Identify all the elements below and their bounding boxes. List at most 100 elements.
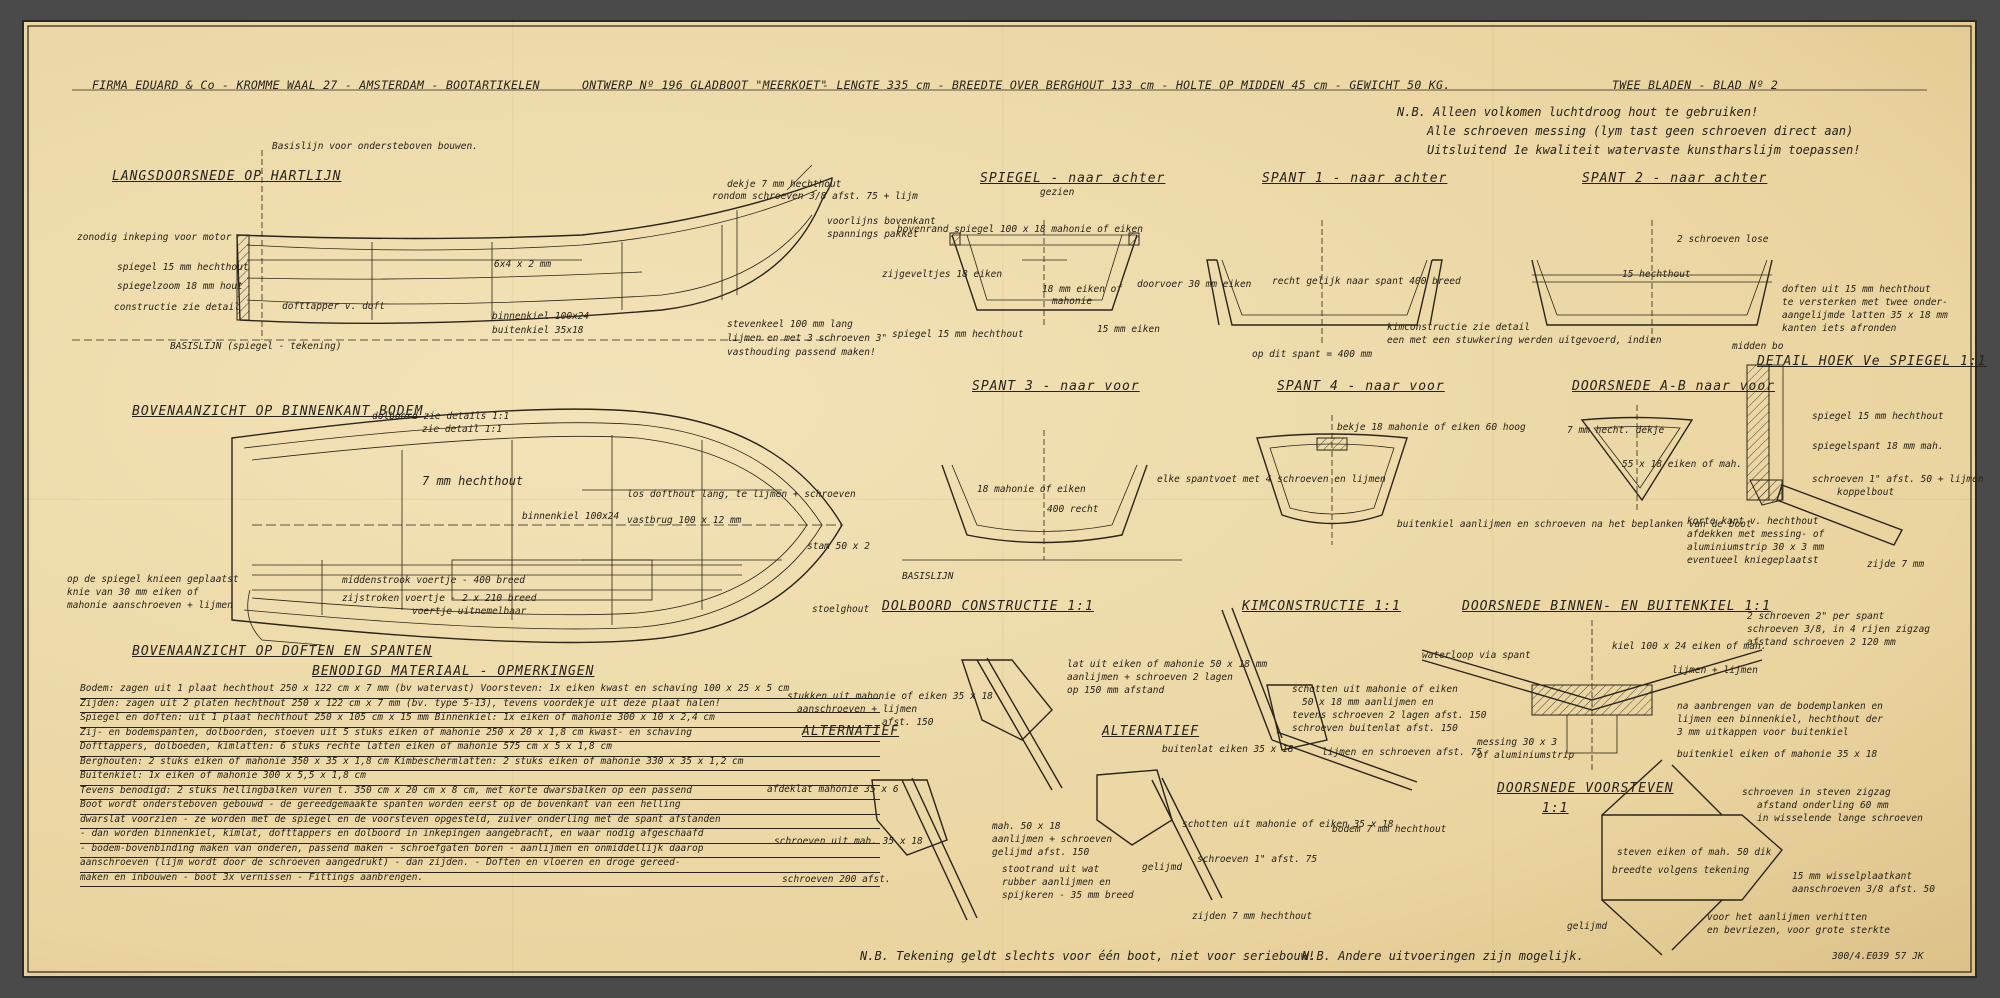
- technical-drawing: [27, 25, 1972, 973]
- detail-label: rubber aanlijmen en: [1002, 877, 1111, 888]
- cross-label: spiegel 15 mm hechthout: [892, 329, 1024, 340]
- bottom-note-2: N.B. Andere uitvoeringen zijn mogelijk.: [1302, 949, 1584, 963]
- title-spant4: SPANT 4 - naar voor: [1277, 379, 1445, 394]
- cross-label: afdekken met messing- of: [1687, 529, 1825, 540]
- label-buitenkiel: buitenkiel 35x18: [492, 325, 584, 336]
- cross-label: mahonie: [1052, 296, 1093, 307]
- title-doorsnede-ab: DOORSNEDE A-B naar voor: [1572, 379, 1776, 394]
- kiel-detail: [1421, 620, 1763, 770]
- cross-label: schroeven 1" afst. 50 + lijmen: [1812, 474, 1984, 485]
- label-dekje: dekje 7 mm hechthout: [727, 179, 842, 190]
- cross-label: 400 recht: [1047, 504, 1099, 515]
- plan-stoelghout: stoelghout: [812, 604, 870, 615]
- cross-label: spiegel 15 mm hechthout: [1812, 411, 1944, 422]
- detail-label: in wisselende lange schroeven: [1757, 813, 1923, 824]
- label-stevenkeel: stevenkeel 100 mm lang: [727, 319, 853, 330]
- title-doorsnede-voorsteven: DOORSNEDE VOORSTEVEN: [1497, 781, 1674, 796]
- header-sheets: TWEE BLADEN - BLAD Nº 2: [1612, 78, 1779, 92]
- note-2: Alle schroeven messing (lym tast geen sc…: [1427, 124, 1854, 138]
- title-detail-hoek: DETAIL HOEK Ve SPIEGEL 1:1: [1757, 354, 1987, 369]
- detail-label: gelijmd: [1142, 862, 1183, 873]
- detail-label: gelijmd: [1567, 921, 1608, 932]
- detail-label: schotten uit mahonie of eiken: [1292, 684, 1458, 695]
- baseline-note: Basislijn voor ondersteboven bouwen.: [272, 141, 478, 152]
- detail-label: aanschroeven 3/8 afst. 50: [1792, 884, 1935, 895]
- detail-label: of aluminiumstrip: [1477, 750, 1575, 761]
- detail-label: spijkeren - 35 mm breed: [1002, 890, 1134, 901]
- cross-label: te versterken met twee onder-: [1782, 297, 1948, 308]
- doorsnede-ab-section: [1580, 405, 1694, 510]
- cross-label: eventueel kniegeplaatst: [1687, 555, 1819, 566]
- detail-label: buitenlat eiken 35 x 18: [1162, 744, 1294, 755]
- plan-knie1: op de spiegel knieen geplaatst: [67, 574, 239, 585]
- title-kimconstructie: KIMCONSTRUCTIE 1:1: [1242, 599, 1401, 614]
- detail-label: schotten uit mahonie of eiken 35 x 18: [1182, 819, 1394, 830]
- detail-label: aanschroeven + lijmen: [797, 704, 918, 715]
- cross-label: 15 mm eiken: [1097, 324, 1160, 335]
- title-alternatief-2: ALTERNATIEF: [1102, 724, 1200, 739]
- detail-label: stukken uit mahonie of eiken 35 x 18: [787, 691, 993, 702]
- label-vasthouding: vasthouding passend maken!: [727, 347, 876, 358]
- detail-label: schroeven in steven zigzag: [1742, 787, 1891, 798]
- cross-label: 18 mahonie of eiken: [977, 484, 1086, 495]
- cross-label: aangelijmde latten 35 x 18 mm: [1782, 310, 1948, 321]
- materials-line: Dofttappers, dolboeden, kimlatten: 6 stu…: [80, 742, 880, 757]
- cross-label: aluminiumstrip 30 x 3 mm: [1687, 542, 1825, 553]
- title-spiegel-sub: gezien: [1040, 187, 1075, 198]
- plan-view: [231, 408, 843, 646]
- label-spiegelzoom: spiegelzoom 18 mm hout: [117, 281, 243, 292]
- detail-label: voor het aanlijmen verhitten: [1707, 912, 1868, 923]
- cross-label: koppelbout: [1837, 487, 1895, 498]
- cross-label: kimconstructie zie detail: [1387, 322, 1530, 333]
- archive-stamp: 300/4.E039 57 JK: [1832, 951, 1924, 962]
- title-spant3: SPANT 3 - naar voor: [972, 379, 1140, 394]
- cross-label: een met een stuwkering werden uitgevoerd…: [1387, 335, 1662, 346]
- cross-label: bekje 18 mahonie of eiken 60 hoog: [1337, 422, 1526, 433]
- materials-line: Bodem: zagen uit 1 plaat hechthout 250 x…: [80, 684, 880, 699]
- detail-label: afstand onderling 60 mm: [1757, 800, 1889, 811]
- title-longitudinal: LANGSDOORSNEDE OP HARTLIJN: [112, 169, 342, 184]
- materials-list: Bodem: zagen uit 1 plaat hechthout 250 x…: [80, 684, 880, 887]
- materials-line: - dan worden binnenkiel, kimlat, dofttap…: [80, 829, 880, 844]
- detail-label: schroeven buitenlat afst. 150: [1292, 723, 1458, 734]
- plan-zijstroken: zijstroken voertje - 2 x 210 breed: [342, 593, 537, 604]
- detail-label: bodem 7 mm hechthout: [1332, 824, 1447, 835]
- title-spant2: SPANT 2 - naar achter: [1582, 171, 1768, 186]
- cross-label: buitenkiel aanlijmen en schroeven na het…: [1397, 519, 1752, 530]
- materials-line: dwarslat voorzien - ze worden met de spi…: [80, 814, 880, 829]
- detail-label: en bevriezen, voor grote sterkte: [1707, 925, 1891, 936]
- detail-label: mah. 50 x 18: [992, 821, 1061, 832]
- note-3: Uitsluitend 1e kwaliteit watervaste kuns…: [1427, 143, 1861, 157]
- detail-label: schroeven 3/8, in 4 rijen zigzag: [1747, 624, 1931, 635]
- spant3-section: [902, 430, 1182, 561]
- bottom-note-1: N.B. Tekening geldt slechts voor één boo…: [860, 949, 1316, 963]
- detail-label: stootrand uit wat: [1002, 864, 1100, 875]
- kim-detail: [1221, 607, 1418, 791]
- detail-label: messing 30 x 3: [1477, 737, 1558, 748]
- detail-label: gelijmd afst. 150: [992, 847, 1090, 858]
- materials-line: Buitenkiel: 1x eiken of mahonie 300 x 5,…: [80, 771, 880, 786]
- detail-label: lijmen en schroeven afst. 75: [1322, 747, 1483, 758]
- detail-label: lat uit eiken of mahonie 50 x 18 mm: [1067, 659, 1268, 670]
- cross-label: korte kant v. hechthout: [1687, 516, 1819, 527]
- materials-line: Spiegel en doften: uit 1 plaat hechthout…: [80, 713, 880, 728]
- title-materials: BENODIGD MATERIAAL - OPMERKINGEN: [312, 664, 595, 679]
- detail-label: afst. 150: [882, 717, 934, 728]
- plan-voertje: voertje uitnemelbaar: [412, 606, 527, 617]
- cross-label: 2 schroeven lose: [1677, 234, 1769, 245]
- drawing-sheet: FIRMA EDUARD & Co - KROMME WAAL 27 - AMS…: [22, 20, 1986, 978]
- label-voorlijns: voorlijns bovenkant: [827, 216, 936, 227]
- detail-label: lijmen een binnenkiel, hechthout der: [1677, 714, 1883, 725]
- detail-label: buitenkiel eiken of mahonie 35 x 18: [1677, 749, 1878, 760]
- label-binnenkiel: binnenkiel 100x24: [492, 311, 590, 322]
- label-constructie: constructie zie detail: [114, 302, 240, 313]
- detail-label: 15 mm wisselplaatkant: [1792, 871, 1913, 882]
- cross-label: spiegelspant 18 mm mah.: [1812, 441, 1944, 452]
- plan-dolboord: dolboord zie details 1:1: [372, 411, 510, 422]
- plan-binnenkiel: binnenkiel 100x24: [522, 511, 620, 522]
- detail-label: schroeven uit mah. 35 x 18: [774, 836, 923, 847]
- plan-vastbrug: vastbrug 100 x 12 mm: [627, 515, 742, 526]
- detail-label: schroeven 1" afst. 75: [1197, 854, 1318, 865]
- cross-label: 18 mm eiken of: [1042, 284, 1123, 295]
- spant4-section: [1256, 415, 1408, 545]
